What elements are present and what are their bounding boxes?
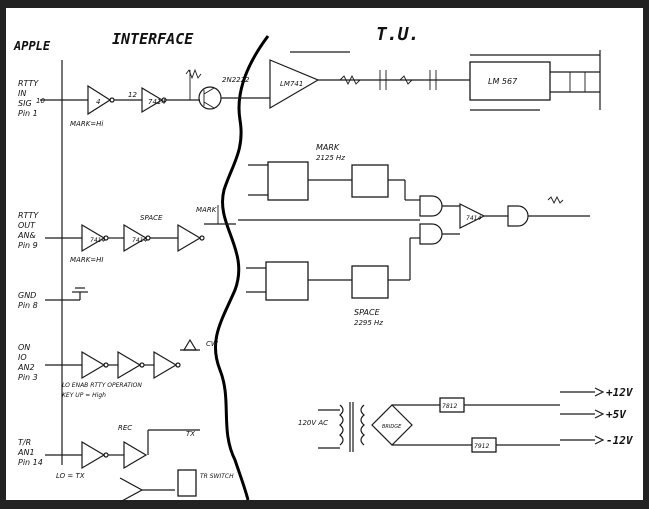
svg-text:7812: 7812 — [442, 403, 457, 410]
svg-text:IN: IN — [18, 89, 26, 98]
svg-text:7912: 7912 — [474, 443, 489, 450]
svg-text:Pin 3: Pin 3 — [18, 373, 38, 382]
rtty-in-chain: 10 12 4 7414 2N2222 MARK=Hi — [36, 68, 270, 128]
gnd-symbol — [45, 287, 88, 301]
mark-hi-note-2: MARK=HI — [70, 256, 103, 264]
svg-text:LM741: LM741 — [280, 80, 303, 88]
svg-text:T/R: T/R — [18, 438, 31, 447]
reg-7812 — [439, 397, 465, 413]
output-minus12: -12V — [606, 434, 634, 447]
apple-label: APPLE — [13, 39, 51, 53]
lo-tx-note: LO = TX — [56, 472, 85, 480]
output-plus5: +5V — [606, 408, 627, 421]
svg-text:120V AC: 120V AC — [298, 419, 328, 427]
svg-text:7414: 7414 — [148, 98, 166, 106]
reg-7912 — [471, 437, 497, 453]
tr-chain: REC TX TR SWITCH LO = TX — [45, 424, 234, 503]
pin-label-rtty-in: RTTY IN SIG Pin 1 — [18, 79, 39, 118]
on-chain: CW LO ENAB RTTY OPERATION KEY UP = High — [45, 338, 219, 399]
key-up-note: KEY UP = High — [62, 392, 106, 399]
buffer-gate-2 — [141, 86, 164, 114]
mark-filter-block: MARK 2125 Hz — [248, 143, 420, 201]
top-border — [0, 0, 649, 8]
pullup-resistor — [185, 68, 202, 80]
svg-text:RTTY: RTTY — [18, 211, 39, 220]
mark-hi-note-1: MARK=Hi — [70, 120, 103, 128]
svg-text:12: 12 — [128, 91, 137, 99]
pin-label-tr: T/R AN1 Pin 14 — [17, 438, 43, 467]
pin-label-gnd: GND Pin 8 — [18, 291, 38, 310]
svg-text:SPACE: SPACE — [354, 308, 381, 317]
buffer-gate-1 — [87, 84, 112, 116]
rtty-out-chain: 7414 7414 SPACE MARK MARK=HI — [45, 205, 236, 264]
svg-text:OUT: OUT — [18, 221, 36, 230]
space-filter-block: SPACE 2295 Hz — [246, 237, 420, 327]
svg-text:LM 567: LM 567 — [488, 77, 518, 86]
mark-small-label: MARK — [196, 206, 218, 214]
svg-text:Pin 8: Pin 8 — [18, 301, 38, 310]
svg-text:BRIDGE: BRIDGE — [382, 424, 402, 430]
tu-top-chain: LM 567 — [339, 50, 601, 111]
svg-text:7414: 7414 — [90, 237, 105, 244]
tr-relay — [177, 469, 197, 497]
svg-text:AN2: AN2 — [17, 363, 35, 372]
svg-text:7414: 7414 — [466, 215, 481, 222]
right-border — [643, 0, 649, 509]
svg-text:TR SWITCH: TR SWITCH — [200, 473, 234, 480]
svg-text:10: 10 — [36, 97, 45, 105]
pin-label-rtty-out: RTTY OUT AN& Pin 9 — [17, 211, 39, 250]
svg-text:RTTY: RTTY — [18, 79, 39, 88]
svg-text:IO: IO — [18, 353, 27, 362]
svg-text:AN&: AN& — [17, 231, 36, 240]
interface-divider-curve — [213, 35, 270, 501]
bottom-border — [0, 500, 649, 509]
lo-enable-note: LO ENAB RTTY OPERATION — [62, 382, 142, 389]
tu-logic: 7414 — [238, 195, 590, 245]
cw-led — [182, 338, 198, 351]
pin-label-on: ON IO AN2 Pin 3 — [17, 343, 38, 382]
svg-text:Pin 1: Pin 1 — [18, 109, 38, 118]
svg-text:2125 Hz: 2125 Hz — [316, 154, 345, 162]
opamp-lm741: LM741 — [269, 51, 470, 110]
svg-text:AN1: AN1 — [17, 448, 35, 457]
svg-text:CW: CW — [206, 340, 219, 348]
svg-text:4: 4 — [96, 98, 100, 106]
svg-text:GND: GND — [18, 291, 36, 300]
power-supply: 120V AC BRIDGE 7812 7912 — [298, 387, 605, 453]
space-small-label: SPACE — [140, 214, 163, 222]
left-border — [0, 0, 6, 509]
interface-title: INTERFACE — [112, 30, 194, 48]
svg-text:TX: TX — [186, 430, 195, 438]
svg-text:ON: ON — [18, 343, 30, 352]
svg-text:7414: 7414 — [132, 237, 147, 244]
ic-lm567 — [469, 61, 551, 101]
svg-text:2295 Hz: 2295 Hz — [354, 319, 383, 327]
svg-text:MARK: MARK — [316, 143, 340, 152]
transformer-primary — [339, 404, 344, 446]
transistor-label: 2N2222 — [222, 76, 250, 84]
svg-text:Pin 9: Pin 9 — [18, 241, 38, 250]
svg-text:Pin 14: Pin 14 — [18, 458, 43, 467]
svg-text:SIG: SIG — [18, 99, 32, 108]
tu-title: T.U. — [376, 24, 419, 45]
output-plus12: +12V — [606, 386, 634, 399]
svg-text:REC: REC — [118, 424, 132, 432]
